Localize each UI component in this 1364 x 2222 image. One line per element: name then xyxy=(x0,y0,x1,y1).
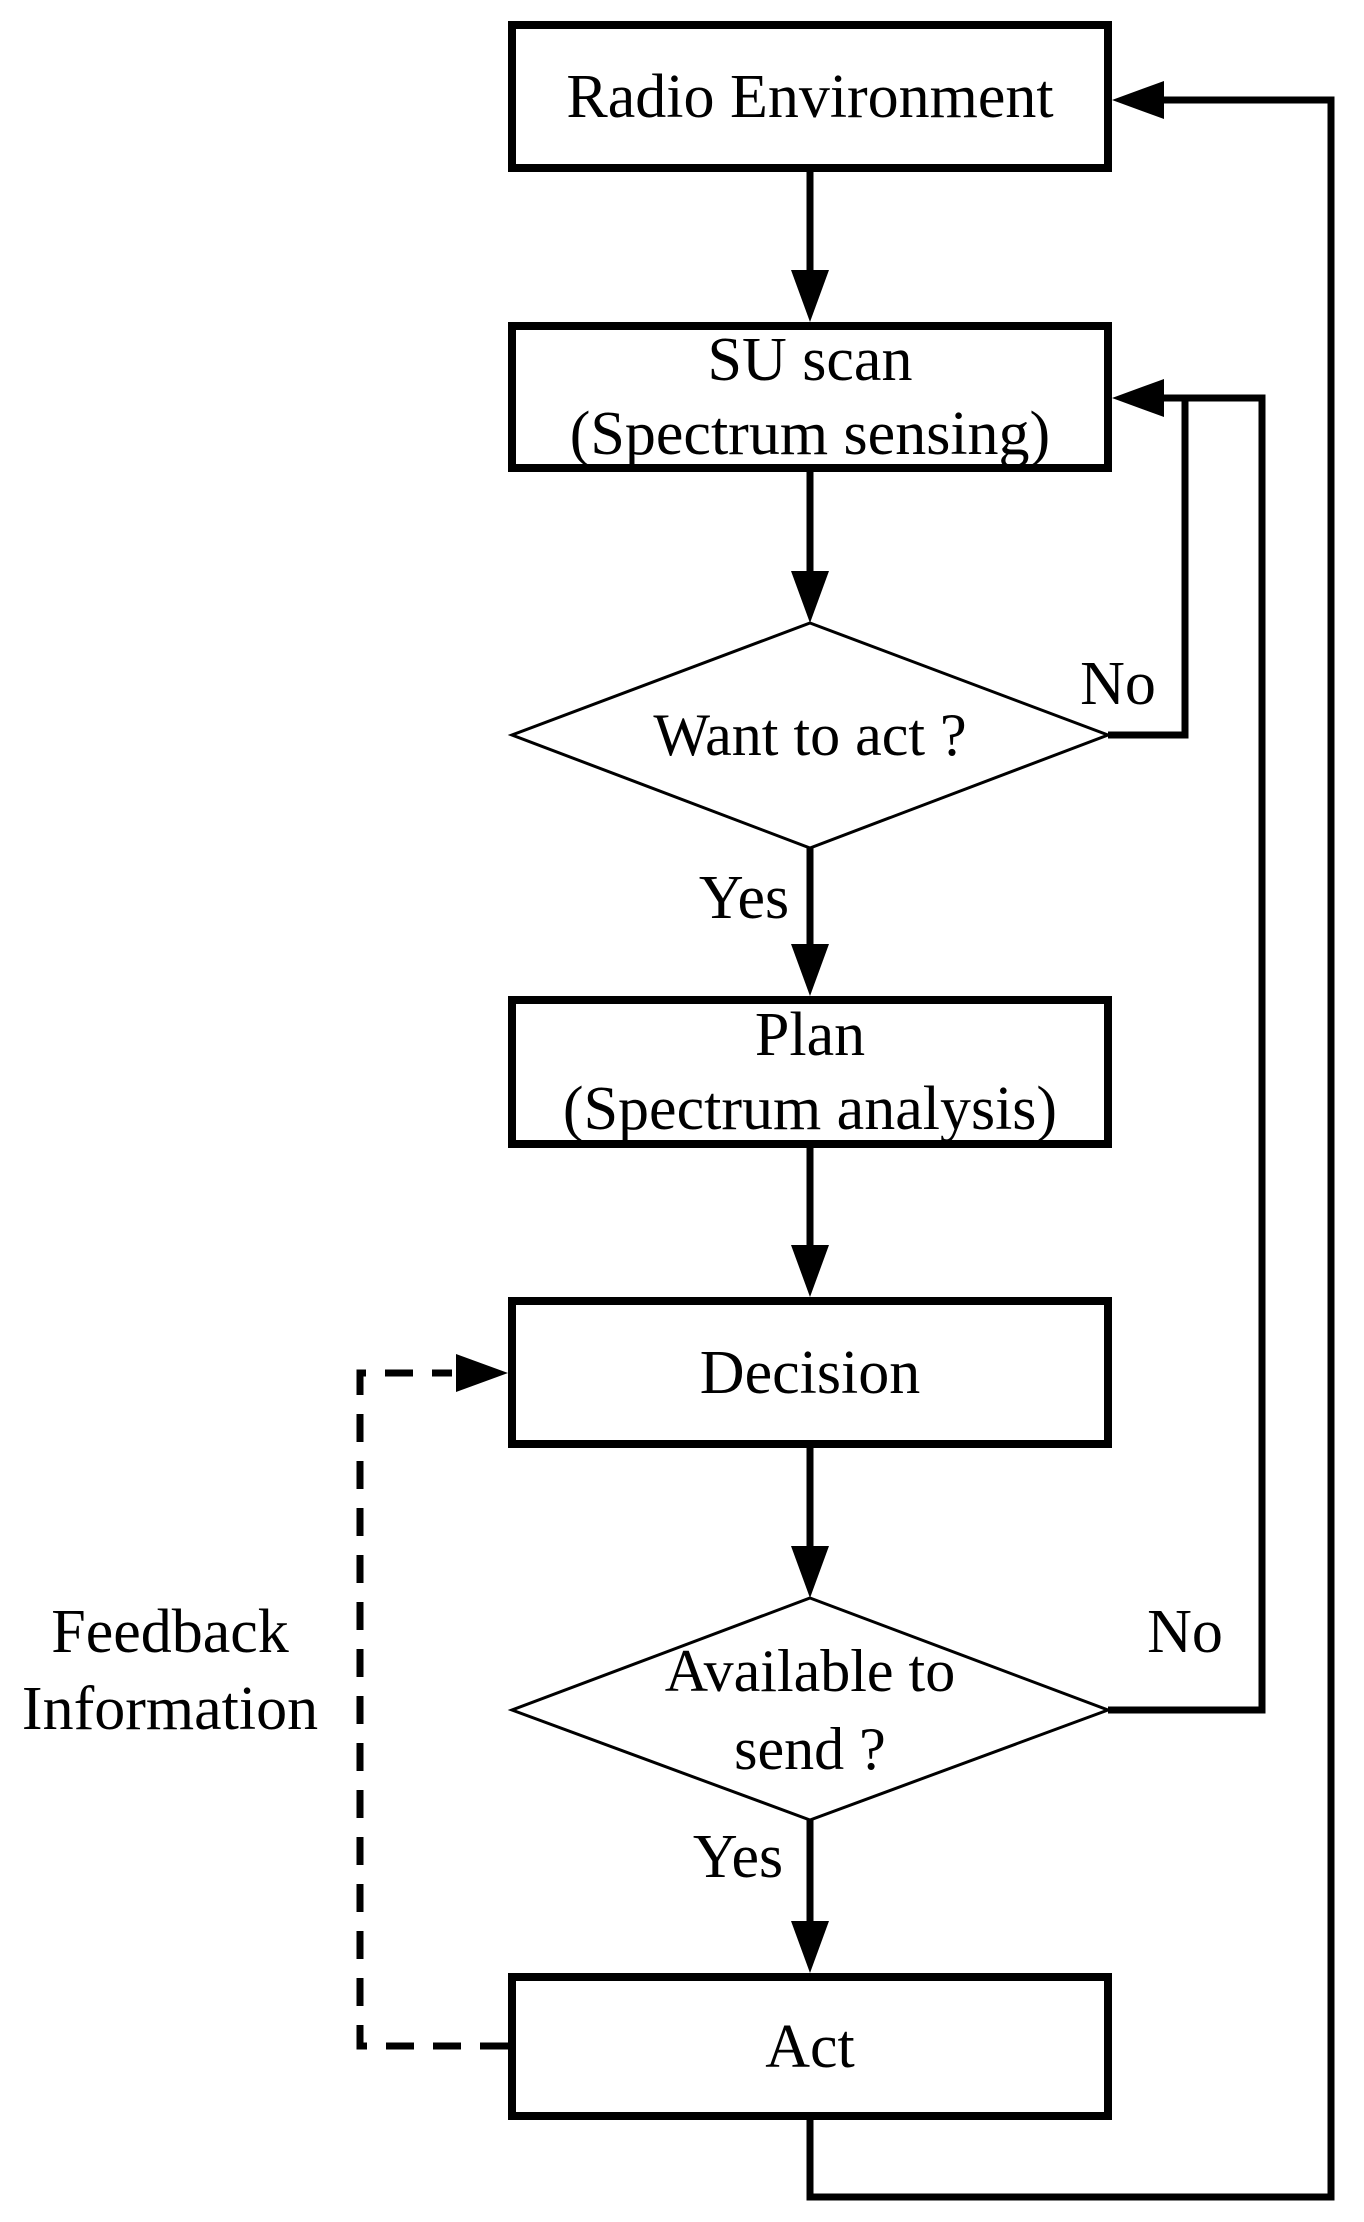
arrowhead-into-wanttoact-top xyxy=(791,571,829,623)
diamond-available-to-send-line2: send ? xyxy=(734,1716,886,1782)
arrowhead-into-decision-top xyxy=(791,1245,829,1297)
node-act-label: Act xyxy=(765,2012,855,2081)
edge-label-available-to-send-no: No xyxy=(1147,1598,1223,1666)
arrowhead-into-plan-top xyxy=(791,944,829,996)
feedback-information-line1: Feedback xyxy=(51,1598,289,1666)
node-plan-label-line2: (Spectrum analysis) xyxy=(562,1075,1058,1143)
node-act: Act xyxy=(508,1973,1112,2120)
diamond-available-to-send xyxy=(507,1596,1113,1822)
arrowhead-into-decision-left xyxy=(456,1354,508,1392)
edge-wanttoact-no xyxy=(1108,398,1189,739)
edge-availablesend-no xyxy=(1108,394,1266,1714)
edge-label-want-to-act-no: No xyxy=(1080,650,1156,718)
feedback-information-label: Feedback Information xyxy=(22,1594,318,1748)
edge-act-to-radioenv-loop xyxy=(806,96,1335,2201)
node-su-scan-label-line1: SU scan xyxy=(707,326,913,394)
node-plan-label-line1: Plan xyxy=(754,1001,866,1069)
edge-feedback-dashed xyxy=(356,1369,508,2050)
diamond-available-to-send-line1: Available to xyxy=(664,1638,956,1704)
node-radio-environment-label: Radio Environment xyxy=(566,62,1054,131)
arrowhead-into-suscan-right xyxy=(1112,379,1164,417)
diamond-want-to-act xyxy=(507,621,1113,850)
arrowhead-into-radioenv-right xyxy=(1112,81,1164,119)
arrowhead-into-availablesend-top xyxy=(791,1546,829,1598)
node-su-scan: SU scan (Spectrum sensing) xyxy=(508,322,1112,472)
edge-label-available-to-send-yes: Yes xyxy=(692,1823,784,1891)
feedback-information-line2: Information xyxy=(21,1675,319,1743)
diamond-available-to-send-label: Available to send ? xyxy=(665,1632,955,1788)
node-su-scan-label-line2: (Spectrum sensing) xyxy=(569,400,1051,468)
node-plan: Plan (Spectrum analysis) xyxy=(508,996,1112,1148)
diamond-want-to-act-label: Want to act ? xyxy=(653,696,966,774)
node-decision-label: Decision xyxy=(699,1338,921,1407)
diamond-want-to-act-text: Want to act ? xyxy=(653,702,967,768)
node-decision: Decision xyxy=(508,1297,1112,1448)
node-radio-environment: Radio Environment xyxy=(508,21,1112,172)
arrowhead-into-suscan-top xyxy=(791,270,829,322)
edge-label-want-to-act-yes: Yes xyxy=(698,864,790,932)
arrowhead-into-act-top xyxy=(791,1921,829,1973)
